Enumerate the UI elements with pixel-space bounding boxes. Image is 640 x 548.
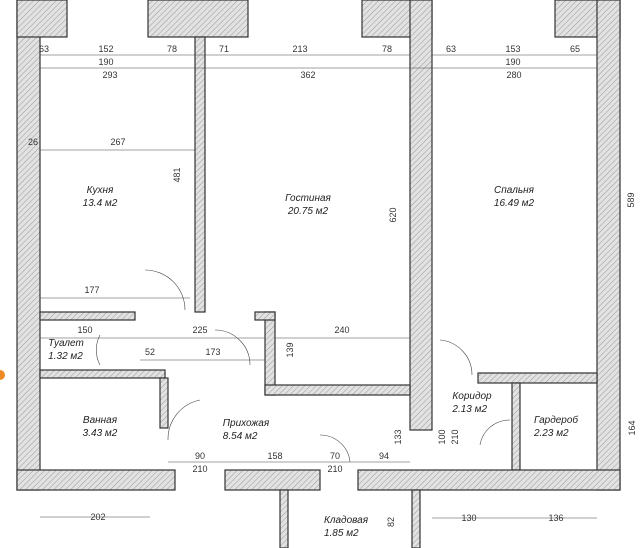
dimension: 240 — [334, 325, 350, 335]
room-name: Прихожая — [222, 418, 270, 429]
room-area: 13.4 м2 — [82, 198, 118, 209]
room-name: Спальня — [494, 185, 534, 196]
room-living: Гостиная 20.75 м2 — [285, 192, 331, 218]
dimension: 173 — [205, 347, 221, 357]
dimension: 210 — [192, 464, 208, 474]
room-bathroom: Ванная 3.43 м2 — [83, 414, 118, 440]
dimension: 190 — [98, 57, 114, 67]
room-hallway: Прихожая 8.54 м2 — [223, 417, 269, 443]
room-area: 8.54 м2 — [222, 431, 258, 442]
dimension: 26 — [27, 137, 39, 147]
dimension: 133 — [393, 429, 403, 445]
dimension: 150 — [77, 325, 93, 335]
room-name: Кухня — [86, 185, 114, 196]
dimension: 177 — [84, 285, 100, 295]
dimension: 202 — [90, 512, 106, 522]
dimension: 70 — [329, 451, 341, 461]
room-kitchen: Кухня 13.4 м2 — [83, 184, 118, 210]
room-area: 16.49 м2 — [493, 198, 535, 209]
dimension: 78 — [166, 44, 178, 54]
dimension: 65 — [569, 44, 581, 54]
room-area: 20.75 м2 — [287, 206, 329, 217]
room-name: Гостиная — [285, 193, 331, 204]
dimension: 210 — [450, 429, 460, 445]
dimension: 267 — [110, 137, 126, 147]
dimension: 210 — [327, 464, 343, 474]
dimension: 94 — [378, 451, 390, 461]
marker-dot — [0, 370, 5, 380]
room-area: 3.43 м2 — [82, 428, 118, 439]
wall-right — [596, 0, 621, 491]
room-area: 2.23 м2 — [533, 428, 569, 439]
dimension: 280 — [506, 70, 522, 80]
dimension: 139 — [285, 342, 295, 358]
dimension: 63 — [445, 44, 457, 54]
room-name: Гардероб — [533, 415, 579, 426]
dimension: 164 — [627, 420, 637, 436]
dimension: 152 — [98, 44, 114, 54]
room-name: Кладовая — [323, 515, 369, 526]
room-toilet: Туалет 1.32 м2 — [48, 337, 84, 363]
room-name: Ванная — [82, 415, 118, 426]
room-corridor: Коридор 2.13 м2 — [452, 390, 491, 416]
dimension: 52 — [144, 347, 156, 357]
dimension: 293 — [102, 70, 118, 80]
dimension: 82 — [386, 516, 396, 528]
dimension: 153 — [505, 44, 521, 54]
room-area: 2.13 м2 — [452, 404, 488, 415]
dimension: 63 — [38, 44, 50, 54]
wall-left — [16, 0, 41, 491]
room-pantry: Кладовая 1.85 м2 — [324, 514, 368, 540]
dimension: 78 — [381, 44, 393, 54]
room-wardrobe: Гардероб 2.23 м2 — [534, 414, 578, 440]
room-area: 1.32 м2 — [48, 351, 83, 362]
room-name: Туалет — [48, 338, 84, 349]
dimension: 136 — [548, 513, 564, 523]
dimension: 225 — [192, 325, 208, 335]
dimension: 589 — [626, 192, 636, 208]
dimension: 481 — [172, 167, 182, 183]
dimension: 362 — [300, 70, 316, 80]
dimension: 71 — [218, 44, 230, 54]
room-bedroom: Спальня 16.49 м2 — [494, 184, 534, 210]
dimension: 130 — [461, 513, 477, 523]
dimension: 100 — [437, 429, 447, 445]
dimension: 620 — [388, 207, 398, 223]
dimension: 190 — [505, 57, 521, 67]
room-name: Коридор — [452, 391, 492, 402]
dimension: 213 — [292, 44, 308, 54]
dimension: 158 — [267, 451, 283, 461]
dimension: 90 — [194, 451, 206, 461]
room-area: 1.85 м2 — [323, 528, 359, 539]
